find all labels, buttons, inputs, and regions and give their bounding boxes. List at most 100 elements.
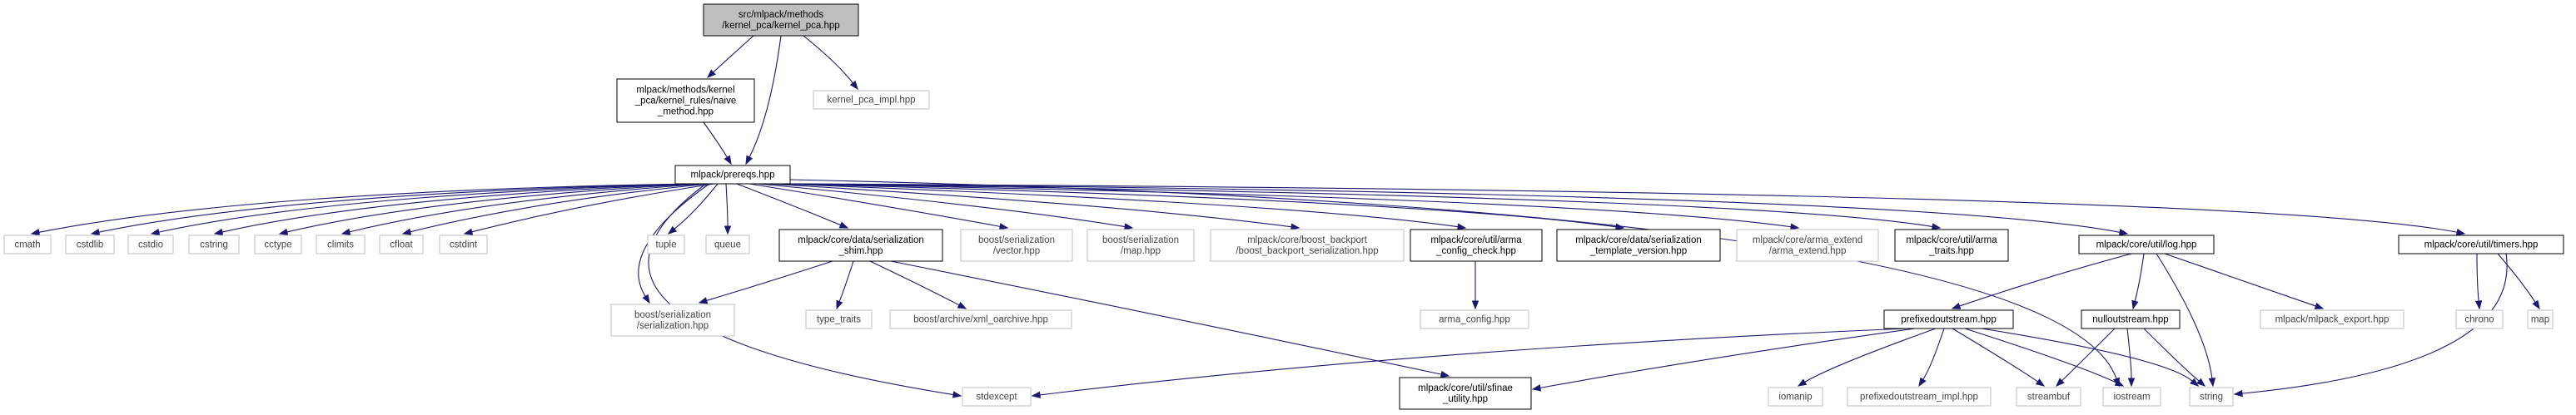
node-shim[interactable]: mlpack/core/data/serialization_shim.hpp bbox=[778, 229, 943, 262]
node-box bbox=[1399, 377, 1532, 410]
edge-prereqs-to-cmath bbox=[38, 183, 692, 233]
node-box bbox=[188, 235, 240, 254]
node-box bbox=[316, 235, 366, 254]
node-box bbox=[1210, 229, 1405, 262]
node-label: boost/serialization bbox=[978, 235, 1055, 245]
node-box bbox=[610, 304, 735, 337]
node-box bbox=[805, 309, 873, 329]
node-label: iostream bbox=[2113, 393, 2150, 403]
edge-arrowhead bbox=[2127, 378, 2136, 388]
node-label: _config_check.hpp bbox=[1435, 246, 1516, 256]
node-streambuf: streambuf bbox=[2016, 387, 2081, 407]
node-label: boost/serialization bbox=[634, 310, 711, 320]
edge-prereqs-to-tuple bbox=[674, 183, 719, 230]
node-box bbox=[889, 309, 1072, 329]
node-sertmpl[interactable]: mlpack/core/data/serialization_template_… bbox=[1556, 229, 1721, 262]
edge-prereqs-to-serser bbox=[638, 183, 710, 297]
edge-shim-to-xmloar bbox=[869, 260, 960, 306]
edge-prereqs-to-armaext bbox=[783, 183, 1792, 228]
node-box bbox=[2102, 387, 2161, 407]
edge-timers-to-string bbox=[2241, 253, 2508, 394]
node-cstdio: cstdio bbox=[127, 235, 174, 254]
node-armatraits[interactable]: mlpack/core/util/arma_traits.hpp bbox=[1894, 229, 2009, 262]
edge-arrowhead bbox=[838, 221, 849, 229]
node-box bbox=[1736, 229, 1879, 262]
node-label: iomanip bbox=[1778, 393, 1812, 403]
node-box bbox=[3, 235, 52, 254]
node-armacfg[interactable]: mlpack/core/util/arma_config_check.hpp bbox=[1410, 229, 1543, 262]
edge-prereqs-to-timers bbox=[789, 183, 2458, 233]
node-cstdlib: cstdlib bbox=[65, 235, 115, 254]
node-label: mlpack/methods/kernel bbox=[636, 86, 734, 96]
edge-prefixed-to-iomanip bbox=[1804, 328, 1937, 383]
edge-prereqs-to-climits bbox=[349, 183, 705, 233]
edge-arrowhead bbox=[952, 391, 962, 398]
edge-prereqs-to-cstdint bbox=[471, 183, 715, 233]
edge-prereqs-to-vector bbox=[748, 183, 1001, 227]
node-prereqs[interactable]: mlpack/prereqs.hpp bbox=[674, 165, 791, 185]
node-mapstd: map bbox=[2527, 309, 2554, 329]
node-label: _traits.hpp bbox=[1928, 246, 1974, 256]
node-box bbox=[1847, 387, 1992, 407]
node-root[interactable]: src/mlpack/methods/kernel_pca/kernel_pca… bbox=[703, 3, 859, 37]
edge-arrowhead bbox=[1456, 223, 1467, 230]
node-box bbox=[1768, 387, 1823, 407]
node-chrono: chrono bbox=[2455, 309, 2504, 329]
node-label: mlpack/core/data/serialization bbox=[1575, 235, 1702, 245]
node-box bbox=[813, 90, 930, 110]
edge-arrowhead bbox=[2532, 299, 2540, 310]
node-box bbox=[1556, 229, 1721, 262]
node-nullout[interactable]: nulloutstream.hpp bbox=[2081, 309, 2181, 329]
node-armaconfig: arma_config.hpp bbox=[1420, 309, 1529, 329]
edge-arrowhead bbox=[836, 299, 843, 310]
node-label: _pca/kernel_rules/naive bbox=[634, 96, 736, 106]
edge-arrowhead bbox=[2118, 229, 2129, 236]
edge-arrowhead bbox=[667, 225, 678, 235]
node-label: map bbox=[2531, 315, 2549, 325]
node-armaext: mlpack/core/arma_extend/arma_extend.hpp bbox=[1736, 229, 1879, 262]
edge-prereqs-to-map bbox=[757, 183, 1126, 228]
node-timers[interactable]: mlpack/core/util/timers.hpp bbox=[2398, 235, 2564, 254]
node-label: _method.hpp bbox=[657, 107, 714, 117]
node-vector: boost/serialization/vector.hpp bbox=[960, 229, 1073, 262]
edge-shim-to-sfinae bbox=[890, 260, 1442, 375]
edge-arrowhead bbox=[90, 228, 101, 236]
node-label: /vector.hpp bbox=[993, 246, 1040, 256]
node-log[interactable]: mlpack/core/util/log.hpp bbox=[2078, 235, 2215, 254]
node-box bbox=[960, 229, 1073, 262]
node-tuple: tuple bbox=[647, 235, 685, 254]
node-box bbox=[1087, 229, 1195, 262]
edge-arrowhead bbox=[642, 294, 650, 304]
edge-arrowhead bbox=[1440, 370, 1450, 378]
node-label: mlpack/core/data/serialization bbox=[798, 235, 924, 245]
edge-arrowhead bbox=[957, 301, 967, 309]
edge-prereqs-to-log bbox=[788, 183, 2121, 233]
edge-nullout-to-iostream bbox=[2126, 328, 2132, 379]
node-prefixed[interactable]: prefixedoutstream.hpp bbox=[1883, 309, 2014, 329]
node-label: tuple bbox=[656, 240, 677, 250]
edge-arrowhead bbox=[1615, 223, 1625, 230]
edge-prereqs-to-backport bbox=[765, 183, 1292, 228]
edge-arrowhead bbox=[1031, 391, 1041, 399]
node-cmath: cmath bbox=[3, 235, 52, 254]
node-naive[interactable]: mlpack/methods/kernel_pca/kernel_rules/n… bbox=[616, 78, 755, 123]
node-label: /map.hpp bbox=[1121, 246, 1161, 256]
node-box bbox=[674, 165, 791, 185]
node-map: boost/serialization/map.hpp bbox=[1087, 229, 1195, 262]
edge-arrowhead bbox=[150, 228, 161, 236]
node-sfinae[interactable]: mlpack/core/util/sfinae_utility.hpp bbox=[1399, 377, 1532, 410]
node-label: mlpack/core/util/log.hpp bbox=[2096, 240, 2197, 250]
node-box bbox=[2078, 235, 2215, 254]
edge-prereqs-to-cfloat bbox=[410, 183, 710, 233]
node-label: mlpack/core/util/timers.hpp bbox=[2424, 240, 2539, 250]
node-label: mlpack/prereqs.hpp bbox=[691, 170, 775, 180]
node-label: cmath bbox=[14, 240, 40, 250]
node-label: nulloutstream.hpp bbox=[2092, 315, 2168, 325]
edge-prereqs-to-cstring bbox=[221, 183, 699, 233]
node-label: prefixedoutstream.hpp bbox=[1901, 315, 1996, 325]
edge-arrowhead bbox=[2131, 299, 2139, 310]
node-export: mlpack/mlpack_export.hpp bbox=[2260, 309, 2404, 329]
node-box bbox=[1410, 229, 1543, 262]
edge-prefixed-to-iostream bbox=[1964, 328, 2117, 383]
